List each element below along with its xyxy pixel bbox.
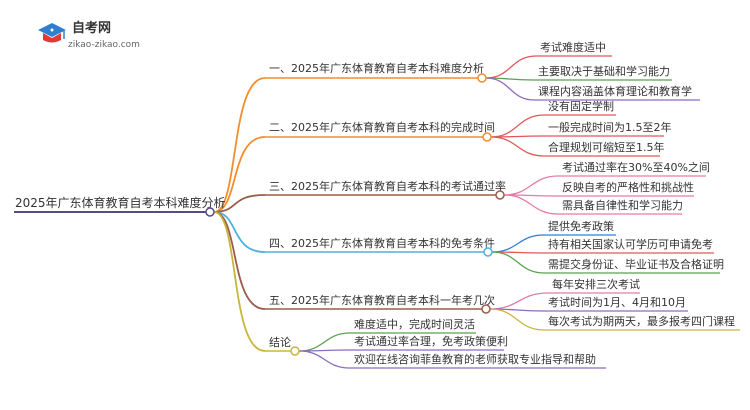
leaf-node[interactable]: 主要取决于基础和学习能力	[538, 64, 670, 78]
logo-name: 自考网	[72, 20, 111, 36]
leaf-label: 合理规划可缩短至1.5年	[548, 140, 665, 154]
logo: 自考网 zikao-zikao.com	[38, 20, 140, 50]
leaf-label: 难度适中，完成时间灵活	[354, 317, 475, 331]
leaf-node[interactable]: 一般完成时间为1.5至2年	[548, 120, 672, 134]
leaf-node[interactable]: 没有固定学制	[548, 99, 614, 113]
leaf-label: 一般完成时间为1.5至2年	[548, 120, 672, 134]
leaf-label: 欢迎在线咨询菲鱼教育的老师获取专业指导和帮助	[354, 352, 596, 366]
leaf-label: 主要取决于基础和学习能力	[538, 64, 670, 78]
leaf-node[interactable]: 反映自考的严格性和挑战性	[562, 180, 694, 194]
branch-to-leaf-connector	[491, 251, 545, 274]
leaf-label: 考试通过率合理，免考政策便利	[354, 334, 508, 348]
root-to-branch-connector	[213, 77, 266, 213]
branch-label-2: 二、2025年广东体育教育自考本科的完成时间	[269, 120, 495, 134]
leaf-node[interactable]: 考试通过率合理，免考政策便利	[354, 334, 508, 348]
branch-to-leaf-connector	[490, 114, 545, 138]
leaf-node[interactable]: 难度适中，完成时间灵活	[354, 317, 475, 331]
leaf-label: 考试时间为1月、4月和10月	[548, 296, 686, 309]
branch-to-leaf-connector	[489, 292, 549, 310]
leaf-node[interactable]: 持有相关国家认可学历可申请免考	[548, 237, 713, 251]
leaf-node[interactable]: 每次考试为期两天，最多报考四门课程	[548, 314, 735, 328]
branch-collapse-handle-2[interactable]	[482, 132, 492, 142]
root-node[interactable]: 2025年广东体育教育自考本科难度分析	[14, 195, 226, 217]
leaf-label: 考试难度适中	[540, 40, 606, 54]
leaf-label: 每年安排三次考试	[552, 277, 640, 291]
leaf-node[interactable]: 合理规划可缩短至1.5年	[548, 140, 665, 154]
branch-collapse-handle-5[interactable]	[481, 304, 491, 314]
branch-to-leaf-connector	[503, 194, 559, 215]
branch-to-leaf-connector	[485, 77, 535, 101]
leaf-node[interactable]: 考试通过率在30%至40%之间	[562, 160, 710, 174]
leaf-label: 提供免考政策	[548, 219, 614, 233]
branch-to-leaf-connector	[485, 55, 537, 79]
branch-to-leaf-connector	[298, 332, 351, 352]
graduation-cap-icon	[38, 23, 66, 43]
leaf-label: 反映自考的严格性和挑战性	[562, 180, 694, 194]
leaf-node[interactable]: 欢迎在线咨询菲鱼教育的老师获取专业指导和帮助	[354, 352, 596, 366]
root-to-branch-connector	[213, 194, 266, 213]
root-to-branch-connector	[213, 211, 266, 352]
leaf-node[interactable]: 需具备自律性和学习能力	[562, 198, 683, 212]
branch-to-leaf-connector	[490, 136, 545, 157]
leaf-node[interactable]: 考试难度适中	[540, 40, 606, 54]
branch-node-conclusion[interactable]: 结论	[265, 335, 300, 356]
leaf-node[interactable]: 考试时间为1月、4月和10月	[548, 296, 686, 309]
branch-to-leaf-connector	[489, 308, 545, 331]
root-to-branch-connector	[213, 136, 266, 213]
root-collapse-handle[interactable]	[205, 207, 215, 217]
branch-label-5: 五、2025年广东体育教育自考本科一年考几次	[269, 293, 495, 307]
leaf-node[interactable]: 每年安排三次考试	[552, 277, 640, 291]
root-to-branch-connector	[213, 211, 266, 253]
root-to-branch-connector	[213, 211, 266, 310]
branch-collapse-handle-3[interactable]	[495, 190, 505, 200]
root-label: 2025年广东体育教育自考本科难度分析	[15, 195, 226, 210]
connector-lines	[213, 55, 740, 369]
leaf-label: 考试通过率在30%至40%之间	[562, 160, 710, 174]
leaf-label: 持有相关国家认可学历可申请免考	[548, 237, 713, 251]
branch-node-1[interactable]: 一、2025年广东体育教育自考本科难度分析	[265, 61, 487, 83]
branch-label-1: 一、2025年广东体育教育自考本科难度分析	[269, 61, 484, 75]
branch-node-2[interactable]: 二、2025年广东体育教育自考本科的完成时间	[265, 120, 495, 142]
branch-label-4: 四、2025年广东体育教育自考本科的免考条件	[269, 236, 495, 250]
logo-url: zikao-zikao.com	[68, 40, 140, 50]
leaf-node[interactable]: 需提交身份证、毕业证书及合格证明	[548, 257, 724, 271]
leaf-label: 需具备自律性和学习能力	[562, 198, 683, 212]
leaf-label: 需提交身份证、毕业证书及合格证明	[548, 257, 724, 271]
branch-node-3[interactable]: 三、2025年广东体育教育自考本科的考试通过率	[265, 179, 506, 200]
leaf-label: 每次考试为期两天，最多报考四门课程	[548, 314, 735, 328]
leaf-node[interactable]: 课程内容涵盖体育理论和教育学	[538, 84, 692, 98]
branch-label-3: 三、2025年广东体育教育自考本科的考试通过率	[269, 179, 506, 193]
branch-to-leaf-connector	[503, 175, 559, 196]
branch-to-leaf-connector	[491, 234, 545, 253]
leaf-node[interactable]: 提供免考政策	[548, 219, 614, 233]
branch-collapse-handle-1[interactable]	[477, 73, 487, 83]
leaf-label: 没有固定学制	[548, 99, 614, 113]
leaf-label: 课程内容涵盖体育理论和教育学	[538, 84, 692, 98]
branch-collapse-handle-4[interactable]	[483, 247, 493, 257]
branch-label-conclusion: 结论	[269, 335, 291, 349]
branch-collapse-handle-conclusion[interactable]	[290, 346, 300, 356]
branch-node-5[interactable]: 五、2025年广东体育教育自考本科一年考几次	[265, 293, 495, 314]
branch-to-leaf-connector	[298, 350, 351, 369]
branch-node-4[interactable]: 四、2025年广东体育教育自考本科的免考条件	[265, 236, 495, 257]
